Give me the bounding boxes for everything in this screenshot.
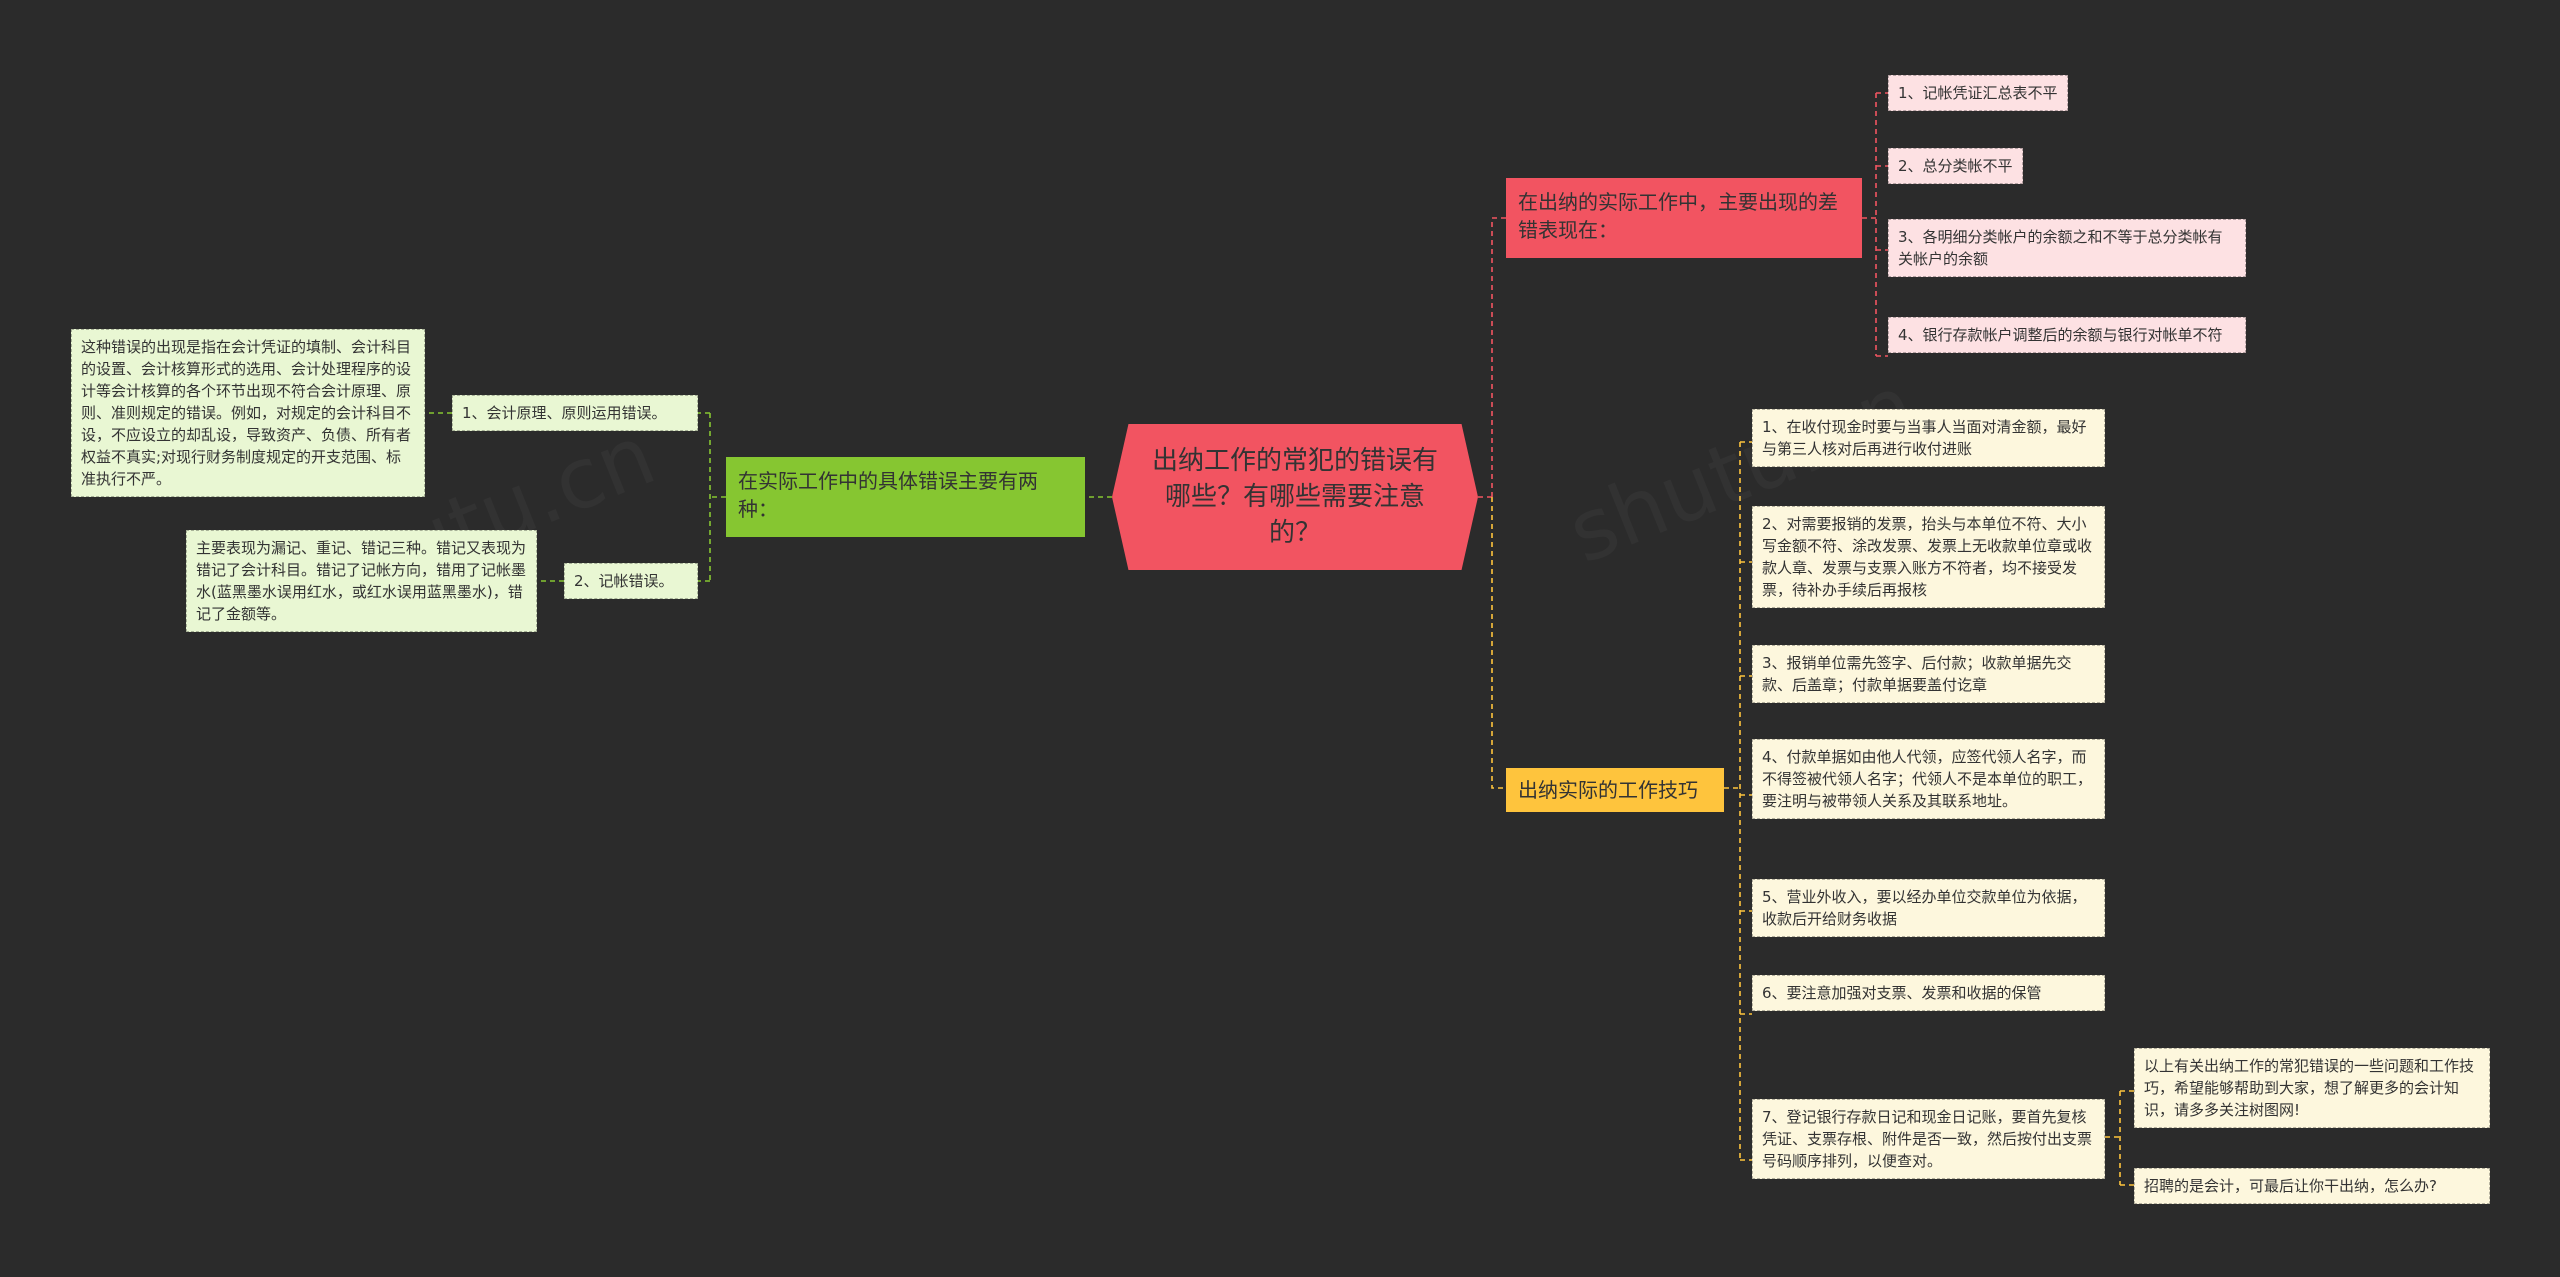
connector-root-errors: [1491, 217, 1506, 497]
connector-errors-items: [1862, 92, 1888, 357]
error-type-principle[interactable]: 1、会计原理、原则运用错误。: [452, 395, 698, 431]
tip-item-3[interactable]: 3、报销单位需先签字、后付款；收款单据先交款、后盖章；付款单据要盖付讫章: [1752, 645, 2105, 703]
tip-item-4[interactable]: 4、付款单据如由他人代领，应签代领人名字，而不得签被代领人名字；代领人不是本单位…: [1752, 739, 2105, 819]
connector-tips-items: [1724, 441, 1752, 1161]
connector-item7-subs: [2105, 1090, 2134, 1186]
tip-item-5[interactable]: 5、营业外收入，要以经办单位交款单位为依据，收款后开给财务收据: [1752, 879, 2105, 937]
tip-sub-item-summary[interactable]: 以上有关出纳工作的常犯错误的一些问题和工作技巧，希望能够帮助到大家，想了解更多的…: [2134, 1048, 2490, 1128]
error-item-1[interactable]: 1、记帐凭证汇总表不平: [1888, 75, 2068, 111]
branch-error-types[interactable]: 在实际工作中的具体错误主要有两种：: [726, 457, 1085, 537]
connector-types-details: [425, 412, 564, 582]
error-type-bookkeeping-detail[interactable]: 主要表现为漏记、重记、错记三种。错记又表现为错记了会计科目。错记了记帐方向，错用…: [186, 530, 537, 632]
central-topic-label: 出纳工作的常犯的错误有哪些？有哪些需要注意的？: [1151, 446, 1438, 548]
tip-item-2[interactable]: 2、对需要报销的发票，抬头与本单位不符、大小写金额不符、涂改发票、发票上无收款单…: [1752, 506, 2105, 608]
error-item-4[interactable]: 4、银行存款帐户调整后的余额与银行对帐单不符: [1888, 317, 2246, 353]
error-type-bookkeeping[interactable]: 2、记帐错误。: [564, 563, 698, 599]
tip-item-6[interactable]: 6、要注意加强对支票、发票和收据的保管: [1752, 975, 2105, 1011]
central-topic[interactable]: 出纳工作的常犯的错误有哪些？有哪些需要注意的？: [1112, 424, 1478, 570]
branch-work-tips-label: 出纳实际的工作技巧: [1518, 778, 1698, 802]
tip-item-1[interactable]: 1、在收付现金时要与当事人当面对清金额，最好与第三人核对后再进行收付进账: [1752, 409, 2105, 467]
branch-error-manifestations-label: 在出纳的实际工作中，主要出现的差错表现在：: [1518, 190, 1838, 242]
error-type-principle-detail[interactable]: 这种错误的出现是指在会计凭证的填制、会计科目的设置、会计核算形式的选用、会计处理…: [71, 329, 425, 497]
error-item-2[interactable]: 2、总分类帐不平: [1888, 148, 2023, 184]
branch-error-types-label: 在实际工作中的具体错误主要有两种：: [738, 469, 1038, 521]
tip-sub-item-question[interactable]: 招聘的是会计，可最后让你干出纳，怎么办?: [2134, 1168, 2490, 1204]
branch-error-manifestations[interactable]: 在出纳的实际工作中，主要出现的差错表现在：: [1506, 178, 1862, 258]
connector-root-tips: [1491, 497, 1506, 789]
connector-types-items: [698, 412, 726, 582]
tip-item-7[interactable]: 7、登记银行存款日记和现金日记账，要首先复核凭证、支票存根、附件是否一致，然后按…: [1752, 1099, 2105, 1179]
error-item-3[interactable]: 3、各明细分类帐户的余额之和不等于总分类帐有关帐户的余额: [1888, 219, 2246, 277]
branch-work-tips[interactable]: 出纳实际的工作技巧: [1506, 768, 1724, 812]
